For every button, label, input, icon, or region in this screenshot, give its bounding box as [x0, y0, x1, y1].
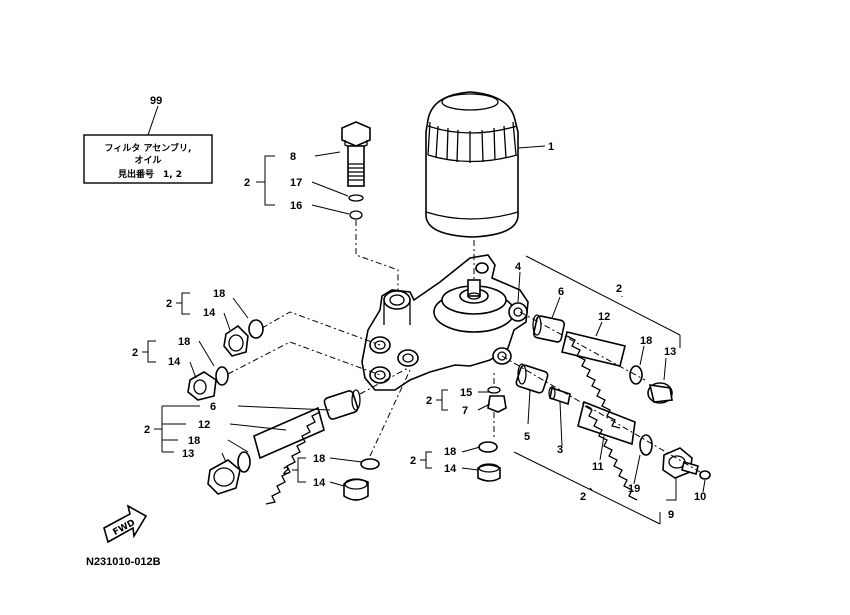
- callout-2-bottom-mid: 2: [283, 465, 289, 477]
- callout-2-bolt-group: 2: [244, 177, 250, 189]
- callout-2-mid-left: 2: [132, 347, 138, 359]
- callout-14-bottom: 14: [313, 477, 326, 489]
- callout-14-center: 14: [444, 463, 457, 475]
- diagram-code: N231010-012B: [86, 556, 161, 568]
- callout-18-mid-left: 18: [178, 336, 190, 348]
- bottom-middle-plug: [329, 369, 411, 501]
- callout-1: 1: [548, 141, 554, 153]
- callout-19: 19: [628, 483, 640, 495]
- right-upper-relief-valve: [519, 296, 673, 429]
- callout-13-right: 13: [664, 346, 676, 358]
- callout-15: 15: [460, 387, 472, 399]
- callout-2-lower-left: 2: [144, 424, 150, 436]
- callout-12-right: 12: [598, 311, 610, 323]
- callout-18-lower-left: 18: [188, 435, 200, 447]
- filter-housing: [361, 240, 529, 391]
- right-lower-relief-valve: [501, 355, 711, 501]
- callout-18-center: 18: [444, 446, 456, 458]
- fwd-arrow-icon: FWD: [103, 504, 148, 544]
- callout-2-right-upper: 2: [616, 283, 622, 295]
- callout-17: 17: [290, 177, 302, 189]
- callout-16: 16: [290, 200, 302, 212]
- callout-18-right: 18: [640, 335, 652, 347]
- callout-4: 4: [515, 261, 522, 273]
- info-box: フィルタ アセンブリ, オイル 見出番号 1, 2: [83, 105, 213, 184]
- callout-8: 8: [290, 151, 296, 163]
- left-middle-plug: [187, 340, 381, 401]
- callout-14-mid-left: 14: [168, 356, 181, 368]
- callout-7: 7: [462, 405, 468, 417]
- info-box-line2: オイル: [134, 155, 161, 166]
- callout-18-bottom: 18: [313, 453, 325, 465]
- info-box-line3: 見出番号 1, 2: [117, 168, 182, 180]
- callout-99: 99: [150, 95, 162, 107]
- callout-12-left: 12: [198, 419, 210, 431]
- callout-9: 9: [668, 509, 674, 521]
- callout-2-upper-left: 2: [166, 298, 172, 310]
- left-upper-plug: [223, 297, 381, 357]
- union-bolt: [311, 121, 399, 292]
- callout-5: 5: [524, 431, 530, 443]
- callout-3: 3: [557, 444, 563, 456]
- callout-2-center-lower: 2: [410, 455, 416, 467]
- callout-10: 10: [694, 491, 706, 503]
- center-check-valve: [461, 372, 507, 482]
- oil-filter: [425, 91, 546, 238]
- callout-2-center: 2: [426, 395, 432, 407]
- left-lower-relief-valve: [207, 367, 409, 505]
- callout-6-left: 6: [210, 401, 216, 413]
- info-box-line1: フィルタ アセンブリ,: [105, 142, 192, 154]
- callout-11: 11: [592, 461, 604, 473]
- callout-14-upper-left: 14: [203, 307, 216, 319]
- callout-18-upper-left: 18: [213, 288, 225, 300]
- callout-2-right-lower: 2: [580, 491, 586, 503]
- callout-13-left: 13: [182, 448, 194, 460]
- callout-6-right: 6: [558, 286, 564, 298]
